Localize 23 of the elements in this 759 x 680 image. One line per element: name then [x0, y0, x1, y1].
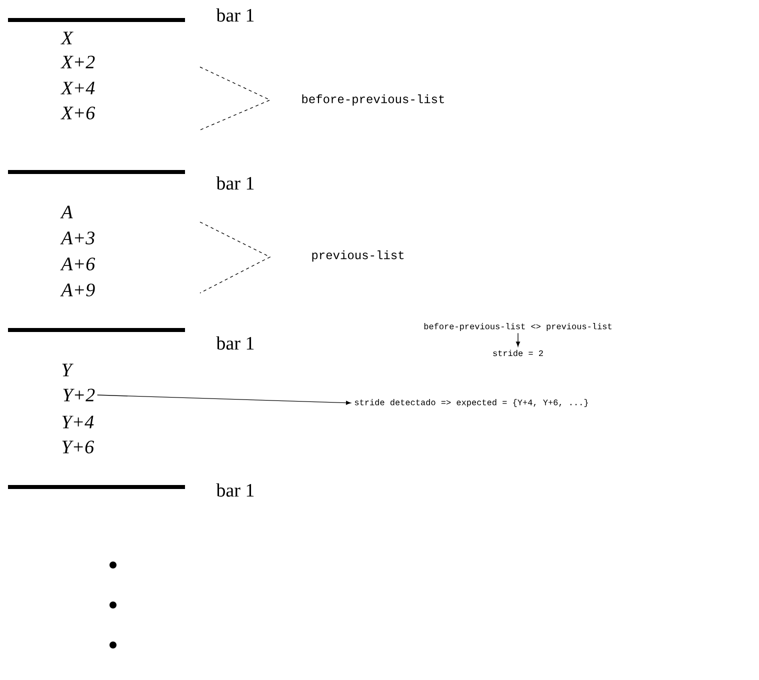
list-item: A+9 — [60, 284, 95, 296]
list-item: Y+6 — [62, 440, 94, 454]
arrow — [516, 332, 520, 347]
list-item: A — [60, 206, 73, 218]
list-item: X — [60, 32, 74, 44]
list-item: X+4 — [60, 82, 95, 94]
bar-label: bar 1 — [216, 176, 254, 190]
note-text: stride detectado => expected = {Y+4, Y+6, ...} — [354, 399, 588, 407]
list-item: A+6 — [60, 258, 96, 270]
list-label: before-previous-list — [302, 94, 444, 106]
list-item: X+6 — [60, 106, 96, 120]
note-text: before-previous-list <> previous-list — [424, 323, 612, 331]
list-item: Y+4 — [62, 416, 94, 428]
list-item: A+3 — [60, 232, 94, 244]
bar-label: bar 1 — [216, 336, 254, 350]
list-item: Y — [62, 364, 74, 376]
note-text: stride = 2 — [493, 350, 543, 356]
bar-label: bar 1 — [216, 483, 254, 497]
bar-label: bar 1 — [216, 8, 254, 22]
list-label: previous-list — [312, 250, 404, 262]
arrow — [96, 394, 351, 405]
list-item: Y+2 — [63, 388, 95, 402]
list-item: X+2 — [60, 56, 95, 68]
